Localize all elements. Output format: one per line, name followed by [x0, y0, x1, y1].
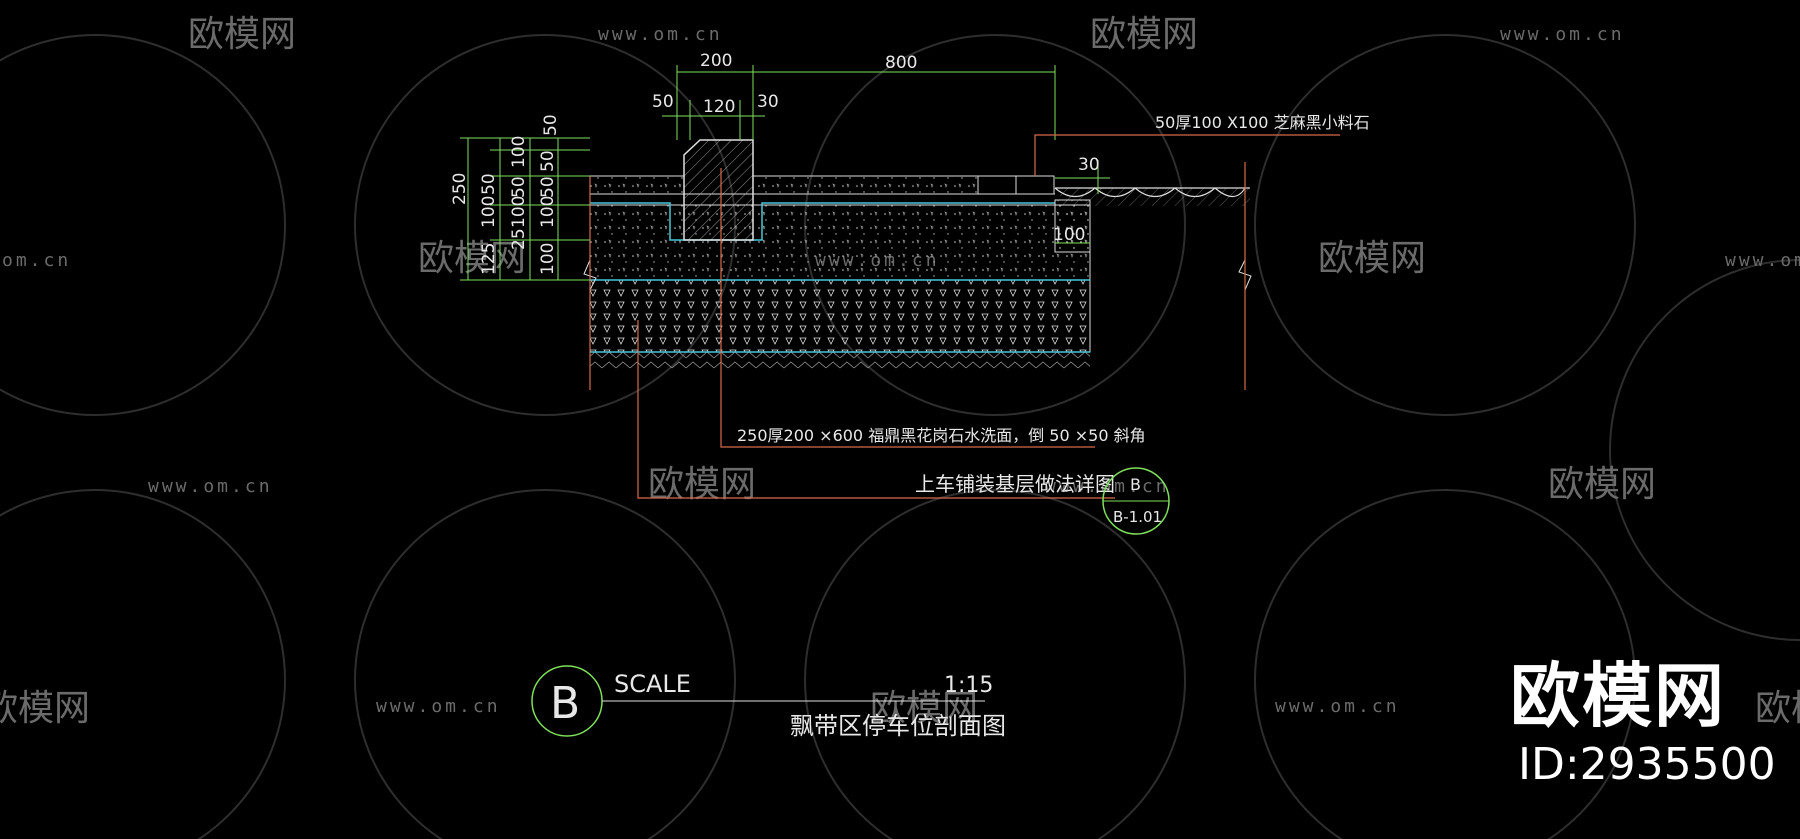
dim-100: 100 — [538, 196, 558, 228]
dim-125: 125 — [479, 243, 499, 275]
dim-30: 30 — [1078, 155, 1100, 175]
dim-50: 50 — [538, 176, 558, 198]
watermark-brand: 欧模网 — [1755, 688, 1800, 729]
granite-curb — [683, 139, 754, 241]
section-title: 飘带区停车位剖面图 — [790, 712, 1006, 740]
dim-100: 100 — [1053, 225, 1085, 245]
watermark-url: www.om.cn — [1500, 24, 1625, 45]
watermark-brand: 欧模网 — [418, 238, 526, 279]
section-letter: B — [550, 678, 580, 729]
gravel-base — [589, 279, 1091, 353]
paving-layer — [589, 175, 685, 195]
bubble-ref: B-1.01 — [1113, 508, 1162, 526]
paver-note: 50厚100 X100 芝麻黑小料石 — [1155, 113, 1370, 132]
brand-id: ID:2935500 — [1518, 739, 1776, 790]
title-block: B SCALE 1:15 飘带区停车位剖面图 — [531, 665, 1006, 740]
paver-block — [977, 175, 1017, 195]
dim-250: 250 — [450, 173, 470, 205]
dim-100: 100 — [509, 196, 529, 228]
dim-100: 100 — [509, 136, 529, 168]
subgrade-soil — [590, 352, 1090, 370]
paver-block — [1015, 175, 1055, 195]
dim-50: 50 — [541, 114, 561, 136]
scale-value: 1:15 — [944, 673, 993, 698]
watermark-brand: 欧模网 — [1090, 14, 1198, 55]
watermark-url: www.om.cn — [1725, 250, 1800, 271]
watermark-brand: 欧模网 — [1318, 238, 1426, 279]
bubble-letter: B — [1130, 475, 1141, 494]
watermark-url: www.om.cn — [598, 24, 723, 45]
dim-100: 100 — [479, 196, 499, 228]
detail-title: 上车铺装基层做法详图 — [915, 472, 1115, 496]
dim-120: 120 — [703, 97, 735, 117]
watermark-brand: 欧模网 — [1548, 464, 1656, 505]
dim-50: 50 — [652, 92, 674, 112]
watermark-url: www.om.cn — [148, 476, 273, 497]
dim-50: 50 — [509, 176, 529, 198]
dim-30: 30 — [757, 92, 779, 112]
watermark-brand: 欧模网 — [870, 688, 978, 729]
brand-logo: 欧模网 — [1510, 655, 1726, 737]
section-drawing: 200 800 50 120 30 250 50 100 125 100 50 … — [450, 51, 1370, 535]
dim-25: 25 — [509, 228, 529, 250]
concrete-base — [589, 204, 1091, 281]
watermark-brand: 欧模网 — [648, 464, 756, 505]
brand-stamp: 欧模网 ID:2935500 — [1510, 655, 1780, 793]
watermark-url: www.om.cn — [1275, 696, 1400, 717]
watermark-url: www.om.cn — [376, 696, 501, 717]
paving-layer — [752, 175, 979, 195]
dim-200: 200 — [700, 51, 732, 71]
dim-50: 50 — [538, 150, 558, 172]
dim-800: 800 — [885, 53, 917, 73]
watermark-brand: 欧模网 — [188, 14, 296, 55]
dim-100: 100 — [538, 243, 558, 275]
watermark-brand: 欧模网 — [0, 688, 90, 729]
dim-50: 50 — [479, 173, 499, 195]
watermark-url: om.cn — [2, 250, 71, 271]
curb-note: 250厚200 ×600 福鼎黑花岗石水洗面，倒 50 ×50 斜角 — [737, 426, 1146, 445]
scale-label: SCALE — [614, 670, 691, 698]
